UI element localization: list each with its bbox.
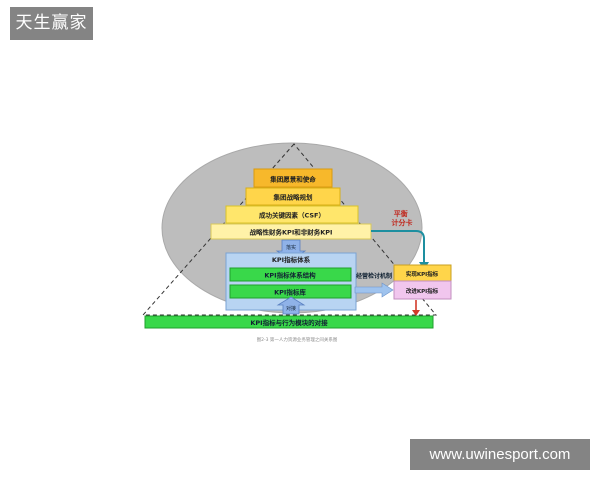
improve-kpi-label: 改进KPI指标 — [406, 287, 439, 295]
balanced-scorecard-label: 平衡 计分卡 — [392, 209, 413, 227]
pyramid-level-2-label: 集团战略规划 — [273, 193, 314, 202]
red-arrow-head — [412, 310, 420, 316]
watermark-bottom-right: www.uwinesport.com — [410, 439, 590, 470]
figure-caption: 图2-3 第一人力资源业务管理之间关系图 — [257, 336, 338, 343]
pyramid-level-2 — [245, 187, 341, 206]
kpi-structure-label: KPI指标体系结构 — [264, 271, 316, 280]
balanced-scorecard-line-1: 平衡 — [394, 209, 408, 218]
watermark-top-left: 天生赢家 — [10, 7, 93, 40]
pyramid-level-3 — [225, 205, 359, 224]
base-bar — [144, 315, 434, 329]
arrow-up-label: 对接 — [286, 305, 296, 312]
pyramid-level-1 — [253, 168, 333, 188]
pyramid-level-1-label: 集团愿景和使命 — [269, 175, 316, 184]
pyramid-level-4-label: 战略性财务KPI和非财务KPI — [250, 228, 333, 237]
mechanism-label: 经营检讨机制 — [356, 272, 392, 280]
kpi-structure-bar — [229, 267, 352, 282]
pyramid-level-3-label: 成功关键因素（CSF） — [259, 211, 325, 220]
teal-flow-arrow — [371, 230, 425, 263]
realize-kpi-label: 实现KPI指标 — [406, 270, 439, 278]
kpi-system-title: KPI指标体系 — [272, 255, 311, 264]
blue-flow-arrow — [354, 282, 394, 298]
kpi-library-label: KPI指标库 — [274, 288, 306, 297]
base-bar-label: KPI指标与行为模块的对接 — [250, 318, 328, 327]
arrow-up-connect — [276, 296, 306, 315]
balanced-scorecard-line-2: 计分卡 — [392, 218, 413, 227]
improve-kpi-box — [393, 280, 452, 300]
arrow-down-label: 落实 — [286, 244, 296, 251]
